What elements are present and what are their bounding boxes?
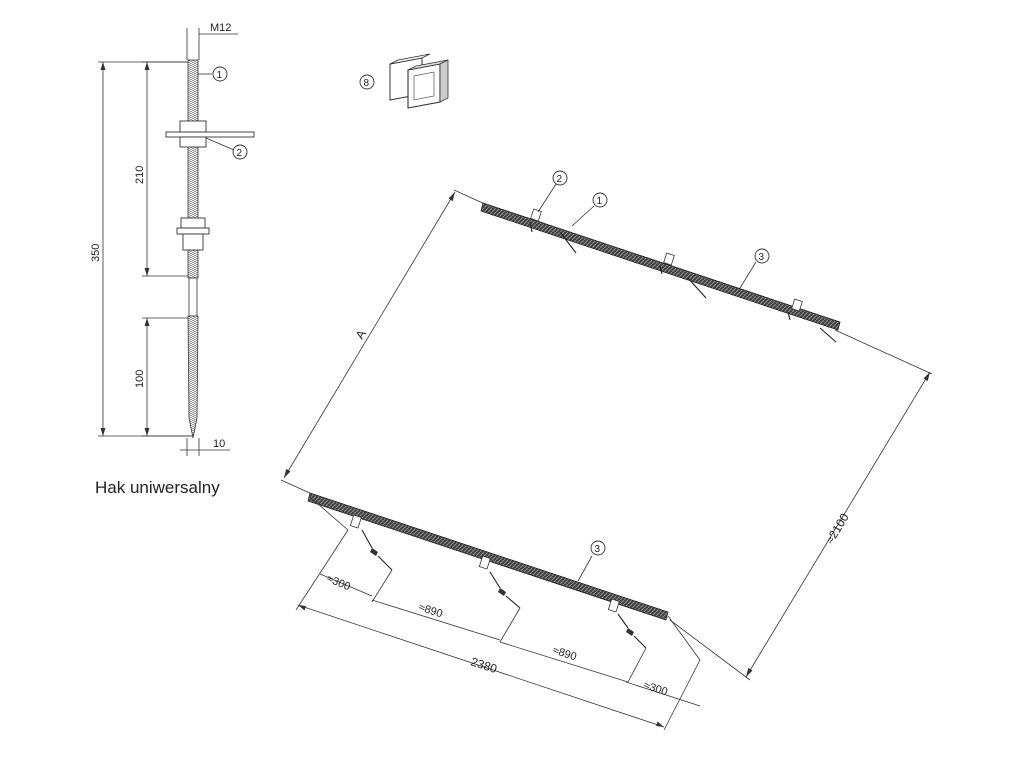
rail-connector: 8 — [359, 53, 449, 109]
thread-size-label: M12 — [210, 22, 231, 34]
rail-callout-3-upper: 3 — [759, 252, 765, 263]
dim-100-label: 100 — [134, 370, 146, 388]
dim-a-label: A — [353, 327, 369, 341]
roof-layout: A ≈2100 2 1 — [280, 170, 933, 731]
dim-350-label: 350 — [90, 244, 102, 262]
dim-edge-right-label: ≈300 — [642, 679, 669, 698]
hook-callout-2: 2 — [237, 148, 243, 159]
lower-rail: 3 — [307, 492, 669, 649]
rail-callout-2: 2 — [557, 174, 563, 185]
universal-hook: M12 1 2 350 210 — [90, 22, 255, 497]
connector-callout-8: 8 — [364, 78, 370, 89]
hook-callout-1: 1 — [217, 70, 223, 81]
rail-callout-3-lower: 3 — [595, 544, 601, 555]
dim-210-label: 210 — [134, 166, 146, 184]
dim-2100-label: ≈2100 — [823, 511, 852, 547]
dim-edge-left-label: ≈300 — [325, 573, 352, 594]
dim-10-label: 10 — [213, 438, 225, 450]
dim-2380-label: 2380 — [469, 655, 499, 677]
dim-spacing-1-label: ≈890 — [417, 601, 444, 620]
hook-caption: Hak uniwersalny — [95, 478, 220, 497]
dim-spacing-2-label: ≈890 — [551, 644, 578, 663]
spacing-dimensions: ≈300 2380 ≈890 ≈890 ≈300 — [295, 496, 701, 731]
upper-rail: 2 1 3 — [480, 170, 841, 343]
rail-callout-1: 1 — [597, 196, 603, 207]
